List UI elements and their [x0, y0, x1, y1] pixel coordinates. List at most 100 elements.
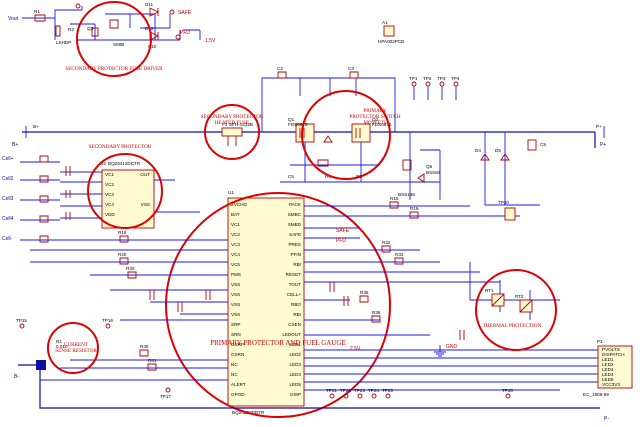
mosfet-section: Q1 FDS6675 Q2 FDS6675 C5 R4 R5 PRIMARY P… — [280, 90, 401, 183]
connector-pin-7: VCC3V3 — [602, 382, 620, 387]
svg-text:TP1: TP1 — [409, 76, 418, 81]
cell-label-0: Cell+ — [2, 156, 14, 162]
main-ic-right-pin-5: PFIN — [291, 252, 301, 257]
svg-text:TP21: TP21 — [326, 388, 337, 393]
annotation-mosfets-1: PRIMARY — [363, 108, 387, 114]
svg-text:R41: R41 — [148, 358, 157, 363]
main-ic-left-pin-9: VSS — [231, 292, 240, 297]
main-ic-right-pin-10: RBO — [291, 302, 301, 307]
secondary-ic-pin-1: VC2 — [105, 182, 114, 187]
main-ic-right-pin-2: SMBD — [288, 222, 302, 227]
svg-text:R2: R2 — [68, 27, 74, 32]
thermal-protection-section: RT1 RT2 THERMAL PROTECTION — [469, 262, 560, 351]
heated-fuse-section: F1 SFH-1412B SECONDARY PROTECTOR HEATED … — [201, 104, 264, 160]
net-label-pfd: PFD — [336, 238, 346, 244]
pcb-part: A1 HPA002PCB — [378, 20, 404, 44]
svg-text:R30: R30 — [126, 266, 135, 271]
connector-ref: P1 — [597, 339, 603, 344]
main-ic-right-pin-12: CSEN — [288, 322, 301, 327]
current-sense-section: R1 0.010 B- P- CURRENT SENSE RESISTOR — [14, 322, 609, 422]
net-label-2v5: 2.5V — [350, 346, 361, 352]
main-ic-left-pin-14: GSRP — [231, 342, 244, 347]
connector-pin-3: LED2 — [602, 362, 614, 367]
secondary-ic-value: BQ29412DCTR — [108, 161, 141, 166]
svg-text:R40: R40 — [140, 344, 149, 349]
ring-fuse-driver — [76, 1, 152, 77]
thermistor-rt1: RT1 — [485, 288, 494, 293]
ring-mosfets — [301, 90, 391, 180]
svg-text:C3: C3 — [348, 66, 354, 71]
main-ic-left-pin-0: ZVCHG — [231, 202, 248, 207]
connector-pin-0: PVOLTS — [602, 347, 620, 352]
svg-text:C5: C5 — [288, 174, 294, 179]
cell-label-1: Cell2 — [2, 176, 14, 182]
q5-ref: Q5 — [426, 164, 433, 169]
secondary-ic-pin-0: VC1 — [105, 172, 114, 177]
svg-text:R20: R20 — [118, 252, 127, 257]
main-ic-right-pin-19: DISP — [290, 392, 301, 397]
q4-q5-section: BSS138 Q5 BSS84 D4 D5 C9 — [395, 132, 546, 206]
connector-pin-1: DISPATCH — [602, 352, 625, 357]
ring-main-ic — [165, 192, 391, 418]
main-ic-left-pin-10: VSS — [231, 302, 240, 307]
main-ic-right-pin-14: LED1 — [290, 342, 302, 347]
svg-text:TP3: TP3 — [437, 76, 446, 81]
main-ic-right-pin-16: LED3 — [290, 362, 302, 367]
svg-text:TP23: TP23 — [354, 388, 365, 393]
main-ic-right-pin-17: LED4 — [290, 372, 302, 377]
mosfet-q1-value: FDS6675 — [288, 122, 308, 127]
annotation-fuse-driver: SECONDARY PROTECTOR FUSE DRIVER — [65, 66, 163, 72]
svg-text:TP26: TP26 — [502, 388, 513, 393]
connector-value: EC_1908-99 — [583, 392, 609, 397]
svg-text:Q3: Q3 — [87, 26, 94, 31]
main-ic-right-pin-0: PACK — [289, 202, 302, 207]
main-ic-left-pins: ZVCHGBATVC1VC2VC3VC4VC5PMSVSSVSSVSSVSSSR… — [231, 202, 248, 397]
secondary-ic-pin-4: VDD — [105, 212, 115, 217]
connector-pin-4: LED3 — [602, 367, 614, 372]
connector-section: P1 EC_1908-99 PVOLTSDISPATCHLED1LED2LED3… — [560, 339, 633, 397]
svg-text:TP17: TP17 — [160, 394, 171, 399]
main-ic-right-pin-15: LED2 — [290, 352, 302, 357]
annotation-mosfets-3: MOSFETS — [363, 120, 386, 126]
svg-text:R19: R19 — [118, 230, 127, 235]
main-ic-right-pin-7: RESET — [286, 272, 302, 277]
mosfet-q2-ref: Q2 — [372, 117, 379, 122]
svg-text:LSHDP: LSHDP — [56, 40, 71, 45]
fuse-driver-section: Vout SAFE PFD 1.5V R1 Q3 D11 D10 R2 LSHD… — [8, 1, 216, 77]
svg-text:P+: P+ — [596, 124, 602, 129]
main-ic-left-pin-6: VC5 — [231, 262, 240, 267]
secondary-ic-pin-6: VSS — [141, 202, 150, 207]
svg-text:C10: C10 — [148, 44, 157, 49]
mosfet-q2-value: FDS6675 — [372, 122, 392, 127]
ring-current-sense — [47, 322, 99, 374]
annotation-heated-fuse-1: SECONDARY PROTECTOR — [201, 114, 264, 120]
q5-value: BSS84 — [426, 170, 441, 175]
net-label-1v5: 1.5V — [205, 38, 216, 44]
thermistor-rt2: RT2 — [515, 294, 524, 299]
main-ic-left-pin-12: SRP — [231, 322, 240, 327]
svg-text:TP24: TP24 — [368, 388, 379, 393]
main-ic-left-pin-4: VC3 — [231, 242, 240, 247]
secondary-ic-pin-2: VC3 — [105, 192, 114, 197]
ring-secondary-protector — [87, 153, 163, 229]
secondary-ic-pin-5: OUT — [140, 172, 150, 177]
annotation-current-sense-1: CURRENT — [64, 342, 89, 348]
annotation-heated-fuse-2: HEATED FUSE — [215, 120, 249, 126]
pcb-ref: A1 — [382, 20, 388, 25]
main-ic-left-pin-5: VC4 — [231, 252, 240, 257]
cell-label-3: Cell4 — [2, 216, 14, 222]
svg-text:TP2: TP2 — [423, 76, 432, 81]
main-ic-right-pin-1: SMBC — [288, 212, 302, 217]
annotation-thermal: THERMAL PROTECTION — [483, 323, 542, 329]
svg-text:D4: D4 — [475, 148, 481, 153]
svg-text:C2: C2 — [277, 66, 283, 71]
main-ic-left-pin-2: VC1 — [231, 222, 240, 227]
main-ic-left-pin-15: GSRN — [231, 352, 244, 357]
main-ic-left-wiring: R19 R20 R30 R40 R41 TP15 TP16 TP17 — [16, 230, 228, 399]
net-label-pplus: P+ — [600, 142, 606, 148]
net-label-safe: SAFE — [336, 228, 350, 234]
